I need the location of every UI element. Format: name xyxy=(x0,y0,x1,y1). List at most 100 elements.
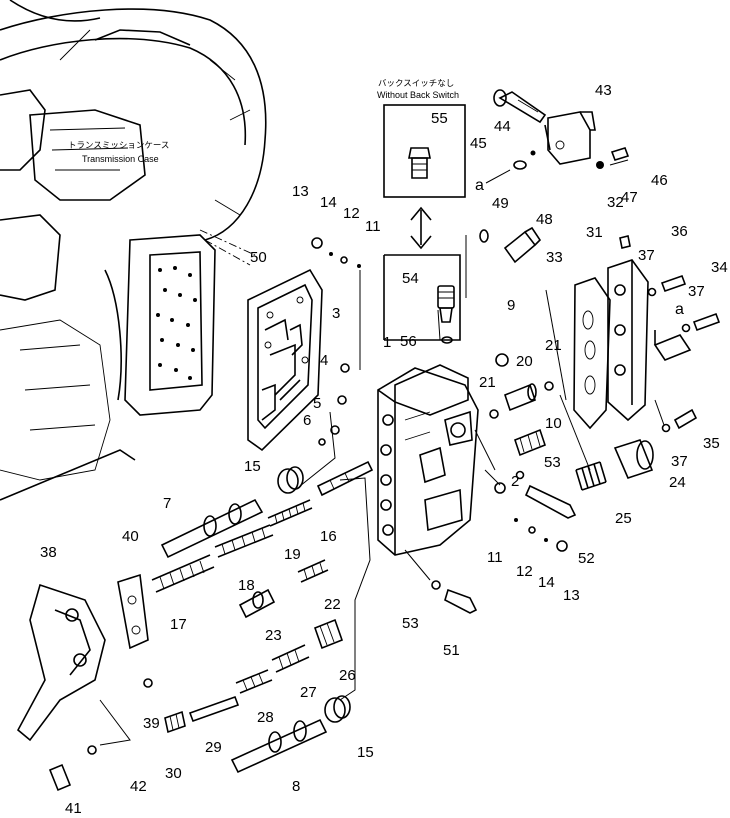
callout-36: 36 xyxy=(671,223,688,240)
part-16-spool xyxy=(316,460,374,497)
callout-47: 47 xyxy=(621,189,638,206)
callout-33: 33 xyxy=(546,249,563,266)
part-10-plug xyxy=(514,428,546,457)
callout-13a: 13 xyxy=(292,183,309,200)
callout-44: 44 xyxy=(494,118,511,135)
without-back-switch-label-en: Without Back Switch xyxy=(377,90,459,100)
callout-24: 24 xyxy=(669,474,686,491)
callout-3: 3 xyxy=(332,305,340,322)
valve-body-1 xyxy=(377,364,479,556)
part-22-spring xyxy=(297,559,329,583)
callout-53a: 53 xyxy=(544,454,561,471)
callout-39: 39 xyxy=(143,715,160,732)
part-21-ball-a xyxy=(544,381,554,391)
callout-48: 48 xyxy=(536,211,553,228)
callout-21b: 21 xyxy=(479,374,496,391)
part-53-washer-a xyxy=(515,470,525,480)
callout-14a: 14 xyxy=(320,194,337,211)
callout-52: 52 xyxy=(578,550,595,567)
callout-37c: 37 xyxy=(671,453,688,470)
ref-a-top: a xyxy=(475,177,484,194)
leader-lines xyxy=(99,159,665,746)
callout-38: 38 xyxy=(40,544,57,561)
part-26-spring xyxy=(313,618,344,650)
without-back-switch-box: バックスイッチなし Without Back Switch xyxy=(377,78,466,198)
part-20-plug xyxy=(504,383,537,412)
transmission-case xyxy=(0,0,267,501)
callout-9: 9 xyxy=(507,297,515,314)
callout-15a: 15 xyxy=(244,458,261,475)
part-12-spring-b xyxy=(528,526,536,534)
callout-23: 23 xyxy=(265,627,282,644)
callouts: 1 2 3 4 5 6 7 8 9 10 11 11 12 12 13 13 1… xyxy=(40,82,728,817)
callout-10: 10 xyxy=(545,415,562,432)
callout-4: 4 xyxy=(320,352,328,369)
part-45-oring xyxy=(513,160,527,170)
part-15-plug-a xyxy=(277,466,304,494)
part-2-plug xyxy=(494,482,506,494)
callout-1: 1 xyxy=(383,334,391,351)
bracket-a xyxy=(653,330,692,361)
part-25-spring xyxy=(575,461,607,491)
callout-40: 40 xyxy=(122,528,139,545)
part-3-plug xyxy=(340,363,350,373)
callout-13b: 13 xyxy=(563,587,580,604)
callout-18: 18 xyxy=(238,577,255,594)
part-34-bolt xyxy=(692,312,721,332)
part-18-spring xyxy=(214,524,274,558)
part-48-switch xyxy=(503,226,542,264)
callout-55: 55 xyxy=(431,110,448,127)
part-17-spring xyxy=(151,554,215,593)
callout-12b: 12 xyxy=(516,563,533,580)
double-arrow xyxy=(410,206,432,250)
callout-8: 8 xyxy=(292,778,300,795)
part-13-plug-a xyxy=(311,237,323,249)
part-37-washer-b xyxy=(681,323,691,333)
part-27-spring xyxy=(271,644,310,673)
plate-40 xyxy=(117,573,149,650)
callout-54: 54 xyxy=(402,270,419,287)
part-29-pin xyxy=(188,695,240,723)
part-30-spring xyxy=(164,710,186,734)
callout-7: 7 xyxy=(163,495,171,512)
part-24-cap xyxy=(613,439,654,479)
callout-5: 5 xyxy=(313,395,321,412)
part-35-bolt xyxy=(673,408,698,430)
callout-31: 31 xyxy=(586,224,603,241)
part-39-washer xyxy=(143,678,153,688)
part-41-bolt xyxy=(48,763,72,792)
ref-a-right: a xyxy=(675,301,684,318)
callout-56: 56 xyxy=(400,333,417,350)
callout-2: 2 xyxy=(511,473,519,490)
callout-49: 49 xyxy=(492,195,509,212)
callout-35: 35 xyxy=(703,435,720,452)
part-46-bolt xyxy=(610,147,630,161)
part-49-oring xyxy=(479,229,489,243)
callout-43: 43 xyxy=(595,82,612,99)
transmission-case-label-en: Transmission Case xyxy=(82,154,159,164)
part-44-pin xyxy=(530,150,536,156)
callout-53b: 53 xyxy=(402,615,419,632)
callout-19: 19 xyxy=(284,546,301,563)
callout-37a: 37 xyxy=(638,247,655,264)
part-47-washer xyxy=(596,161,604,169)
part-4-plug xyxy=(337,395,347,405)
part-13-plug-b xyxy=(556,540,568,552)
callout-14b: 14 xyxy=(538,574,555,591)
part-14-pin-a xyxy=(329,252,333,256)
part-42-washer xyxy=(87,745,97,755)
callout-17: 17 xyxy=(170,616,187,633)
callout-41: 41 xyxy=(65,800,82,813)
without-back-switch-label-jp: バックスイッチなし xyxy=(378,78,454,88)
cover-31 xyxy=(607,259,649,422)
transmission-case-label-jp: トランスミッションケース xyxy=(68,140,169,150)
part-5-plug xyxy=(330,425,340,435)
part-23-spool xyxy=(238,588,276,619)
part-56-oring xyxy=(441,336,453,344)
callout-46: 46 xyxy=(651,172,668,189)
valve-plate-50 xyxy=(247,268,323,452)
callout-12a: 12 xyxy=(343,205,360,222)
part-6-plug xyxy=(318,438,326,446)
